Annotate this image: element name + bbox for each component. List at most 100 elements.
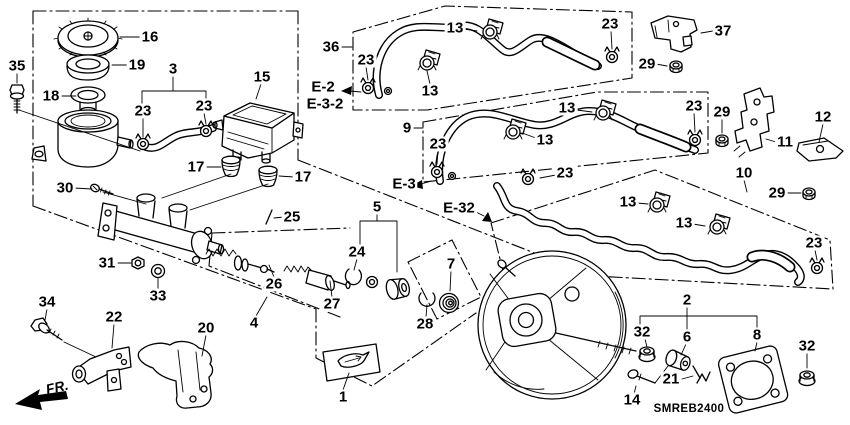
callout-5: 5: [370, 198, 384, 216]
reservoir-cap: [53, 17, 123, 59]
fr-direction-arrow: [15, 389, 68, 410]
callout-6: 6: [680, 328, 694, 346]
callout-36: 36: [320, 38, 342, 56]
callout-33: 33: [147, 287, 169, 305]
nut-32: [638, 346, 656, 363]
clamp-13: [417, 49, 441, 71]
lock-pin-21: [692, 365, 711, 384]
callout-3: 3: [166, 60, 180, 78]
ref-label-e3: E-3: [390, 175, 418, 193]
hose-10: [493, 182, 805, 286]
hose-3: [142, 124, 217, 152]
callout-25: 25: [281, 208, 303, 226]
ref-label-e3-2: E-3-2: [304, 95, 346, 113]
callout-29: 29: [636, 55, 658, 73]
seal-small: [365, 275, 379, 289]
bushing-5: [385, 278, 411, 300]
callout-4: 4: [247, 314, 261, 332]
callout-23: 23: [803, 234, 825, 252]
callout-13: 13: [617, 193, 639, 211]
callout-14: 14: [621, 391, 643, 409]
grommet-17: [221, 155, 241, 178]
callout-23: 23: [599, 15, 621, 33]
callout-12: 12: [812, 108, 834, 126]
callout-17: 17: [292, 168, 314, 186]
secondary-piston: [283, 265, 351, 291]
callout-29: 29: [711, 103, 733, 121]
bolt-34: [30, 317, 97, 358]
roll-pin: [265, 209, 273, 225]
callout-13: 13: [556, 99, 578, 117]
callout-37: 37: [712, 22, 734, 40]
callout-11: 11: [775, 133, 795, 151]
reservoir-funnel: [66, 54, 110, 81]
callout-28: 28: [414, 315, 436, 333]
callout-2: 2: [680, 291, 694, 309]
ref-label-e2: E-2: [309, 78, 337, 96]
washer-33: [150, 263, 166, 279]
callout-16: 16: [139, 28, 161, 46]
clamp-13: [503, 118, 527, 140]
callout-8: 8: [750, 326, 764, 344]
emblem-plate: [322, 343, 381, 382]
hose-36: [372, 21, 602, 99]
nut-29: [802, 187, 816, 201]
callout-10: 10: [733, 164, 755, 182]
group-boundaries: [32, 5, 834, 387]
screw-30: [90, 183, 114, 196]
primary-piston: [205, 248, 275, 274]
ref-label-e32: E-32: [441, 199, 477, 217]
callout-9: 9: [400, 119, 414, 137]
reservoir-seal: [70, 86, 106, 116]
callout-13: 13: [534, 131, 556, 149]
callout-13: 13: [419, 82, 441, 100]
callout-20: 20: [195, 319, 217, 337]
diagram-code: SMREB2400: [653, 403, 725, 415]
leader-lines: [16, 28, 824, 395]
callout-1: 1: [336, 388, 350, 406]
gasket-8: [717, 345, 789, 414]
nut-29: [669, 60, 683, 74]
callout-23: 23: [355, 51, 377, 69]
callout-22: 22: [103, 308, 125, 326]
callout-7: 7: [444, 255, 458, 273]
callout-32: 32: [631, 323, 653, 341]
nut-32: [798, 370, 816, 387]
clamp-13: [707, 213, 731, 235]
callout-18: 18: [40, 87, 62, 105]
callout-13: 13: [673, 214, 695, 232]
callout-30: 30: [54, 179, 76, 197]
master-cylinder: [97, 193, 225, 265]
callout-32: 32: [796, 337, 818, 355]
callout-34: 34: [36, 293, 58, 311]
bracket-11: [733, 87, 775, 158]
callout-13: 13: [444, 19, 466, 37]
clamp-13: [480, 18, 504, 40]
grommet-17: [258, 165, 278, 188]
callout-15: 15: [251, 68, 273, 86]
brake-booster: [477, 250, 637, 400]
callout-27: 27: [321, 295, 343, 313]
bracket-12: [796, 137, 844, 162]
nut-31: [131, 256, 145, 270]
callout-26: 26: [263, 275, 285, 293]
bolt-35: [9, 84, 25, 114]
callout-35: 35: [6, 57, 28, 75]
nut-29: [715, 134, 729, 148]
callout-23: 23: [193, 97, 215, 115]
callout-21: 21: [660, 370, 682, 388]
clamp-13: [647, 191, 671, 213]
callout-23: 23: [132, 102, 154, 120]
reservoir-cup: [31, 109, 134, 168]
callout-23: 23: [683, 97, 705, 115]
bracket-37: [650, 15, 698, 53]
callout-19: 19: [126, 56, 148, 74]
seal-7: [438, 292, 460, 314]
yoke-6: [665, 349, 691, 371]
callout-17: 17: [185, 158, 207, 176]
bracket-22: [71, 346, 132, 392]
snap-ring-24: [344, 268, 363, 286]
callout-23: 23: [554, 164, 576, 182]
